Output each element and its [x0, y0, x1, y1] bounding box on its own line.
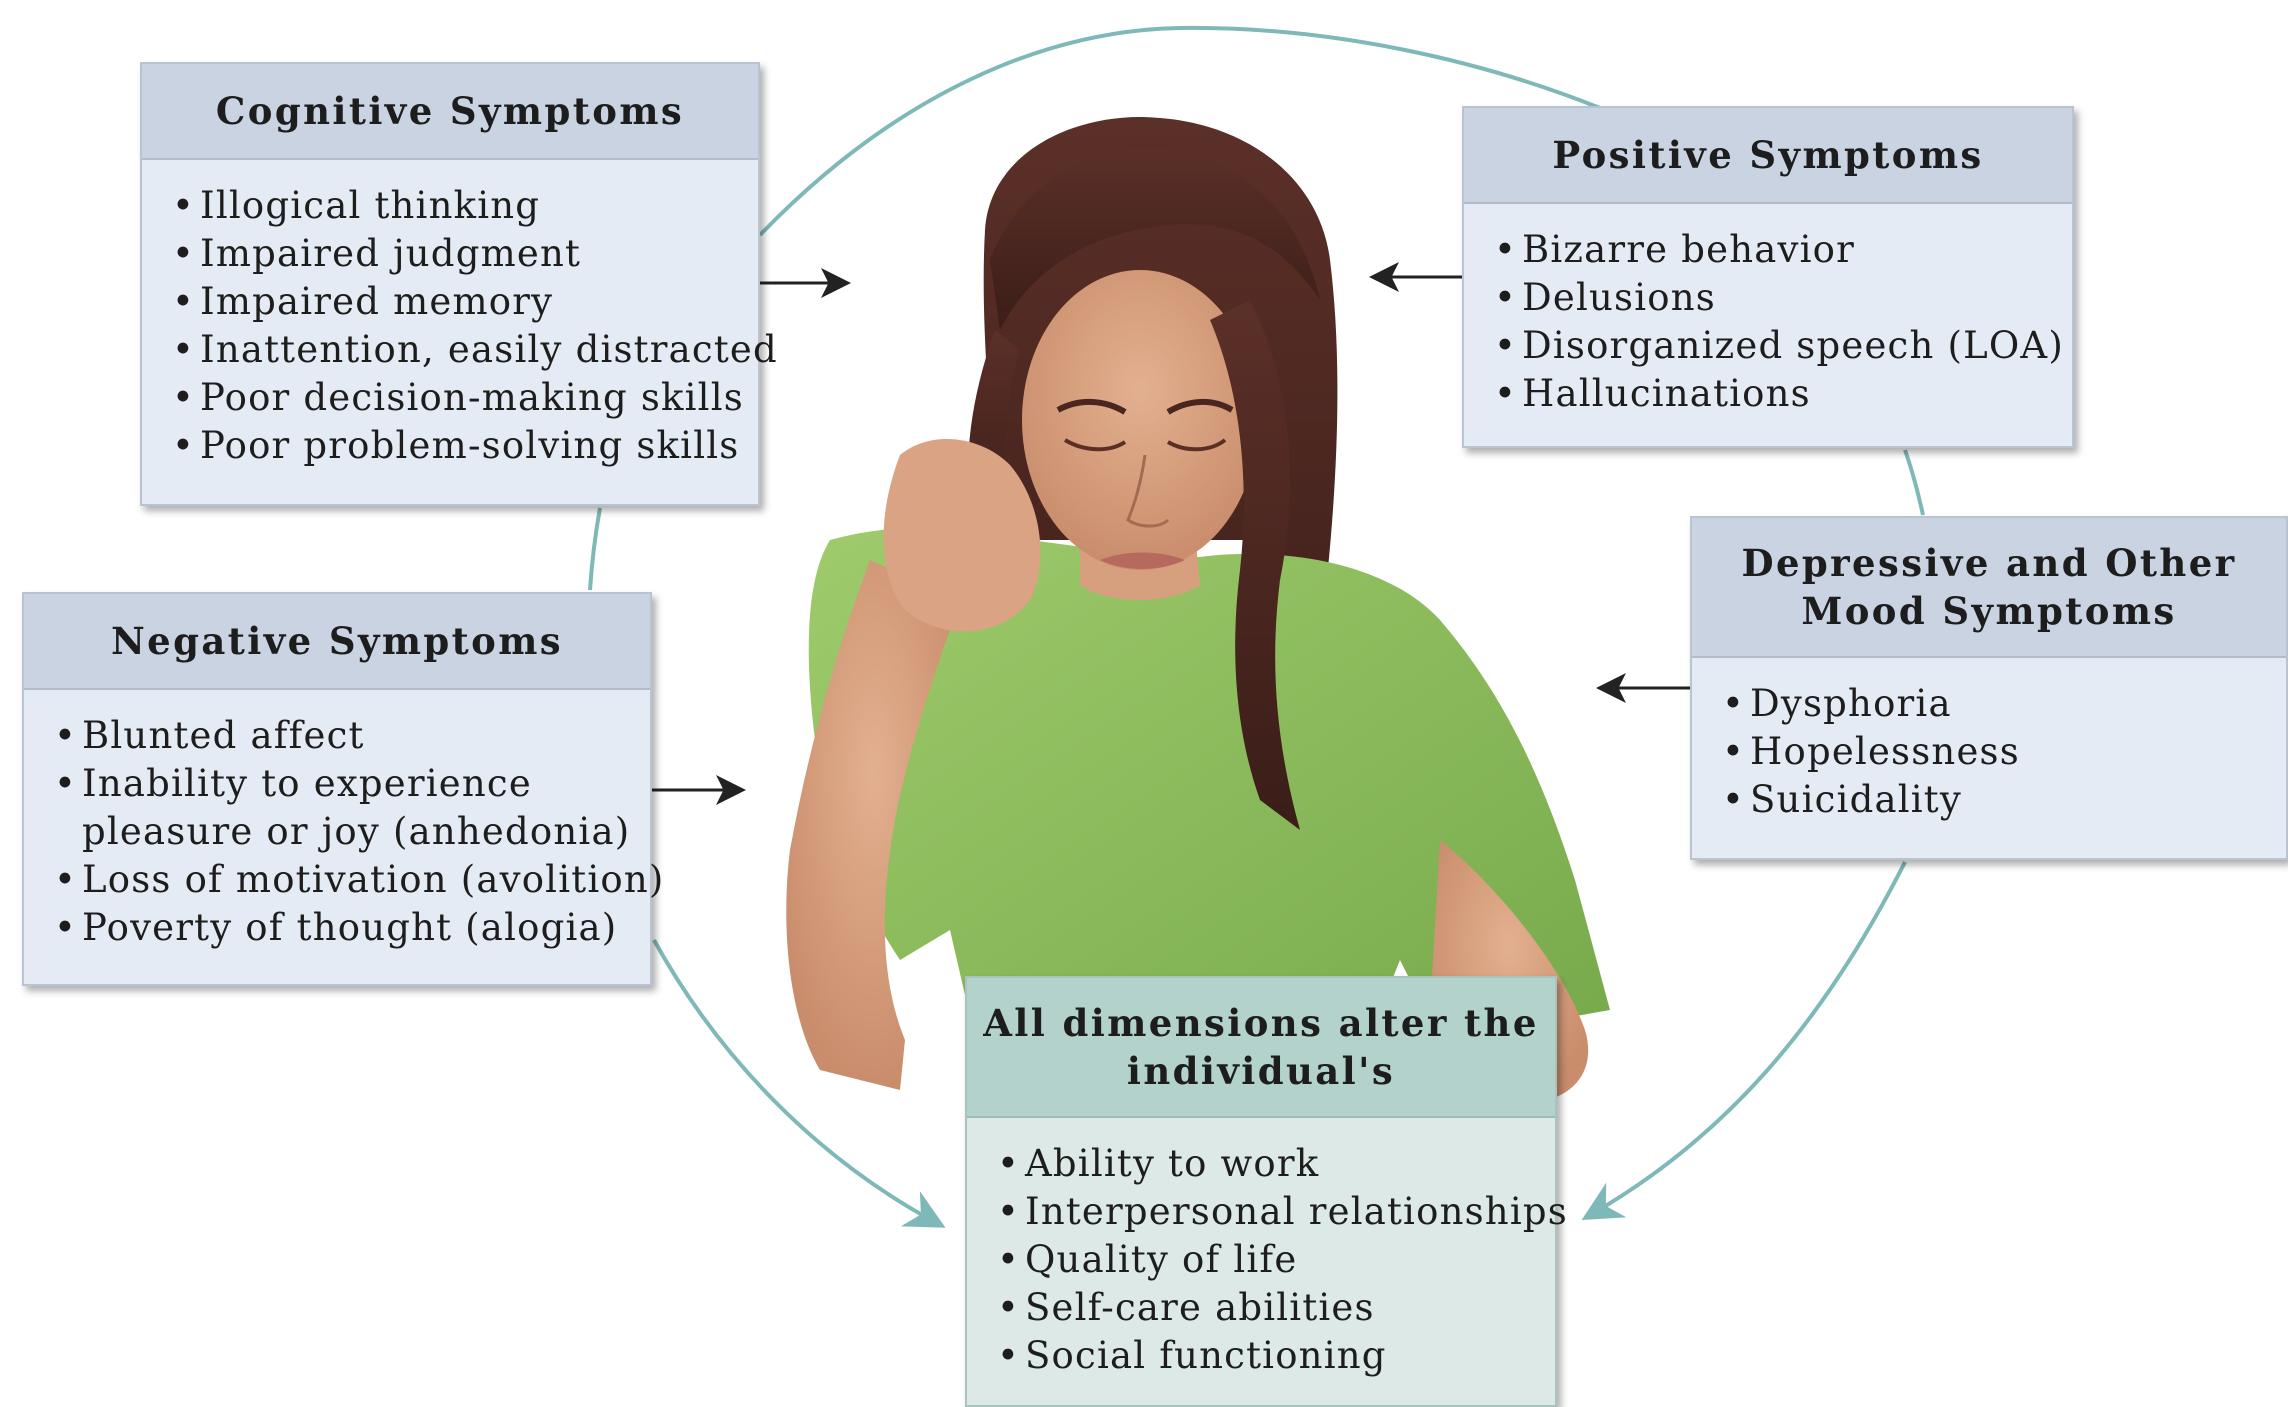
list-item: •Inability to experience	[54, 760, 650, 808]
list-item: •Impaired judgment	[172, 230, 758, 278]
list-item: •Inattention, easily distracted	[172, 326, 758, 374]
bullet-glyph: •	[54, 712, 77, 760]
list-item: •Poverty of thought (alogia)	[54, 904, 650, 952]
list-item: •Blunted affect	[54, 712, 650, 760]
bullet-glyph: •	[997, 1188, 1020, 1236]
positive-symptoms-list: •Bizarre behavior •Delusions •Disorganiz…	[1464, 204, 2072, 418]
bullet-glyph: •	[1494, 226, 1517, 274]
outcomes-title: All dimensions alter the individual's	[967, 978, 1555, 1118]
cognitive-symptoms-list: •Illogical thinking •Impaired judgment •…	[142, 160, 758, 470]
cycle-arc-lower-right	[1592, 862, 1905, 1214]
negative-symptoms-title: Negative Symptoms	[24, 594, 650, 690]
bullet-glyph: •	[1722, 728, 1745, 776]
mood-symptoms-title: Depressive and Other Mood Symptoms	[1692, 518, 2286, 658]
bullet-glyph: •	[172, 422, 195, 470]
list-item: •Disorganized speech (LOA)	[1494, 322, 2072, 370]
list-item: •Poor problem-solving skills	[172, 422, 758, 470]
bullet-glyph: •	[997, 1284, 1020, 1332]
list-item: •Self-care abilities	[997, 1284, 1555, 1332]
bullet-glyph: •	[1494, 322, 1517, 370]
negative-symptoms-box: Negative Symptoms •Blunted affect •Inabi…	[22, 592, 652, 986]
positive-symptoms-box: Positive Symptoms •Bizarre behavior •Del…	[1462, 106, 2074, 448]
list-item: •Hallucinations	[1494, 370, 2072, 418]
list-item: •Quality of life	[997, 1236, 1555, 1284]
bullet-glyph: •	[172, 374, 195, 422]
bullet-glyph: •	[1494, 370, 1517, 418]
list-item: •Delusions	[1494, 274, 2072, 322]
bullet-glyph: •	[997, 1236, 1020, 1284]
cognitive-symptoms-title: Cognitive Symptoms	[142, 64, 758, 160]
list-item: •Poor decision-making skills	[172, 374, 758, 422]
list-item: •Illogical thinking	[172, 182, 758, 230]
positive-symptoms-title: Positive Symptoms	[1464, 108, 2072, 204]
list-item: •Social functioning	[997, 1332, 1555, 1380]
cognitive-symptoms-box: Cognitive Symptoms •Illogical thinking •…	[140, 62, 760, 506]
bullet-glyph: •	[997, 1140, 1020, 1188]
mood-symptoms-list: •Dysphoria •Hopelessness •Suicidality	[1692, 658, 2286, 824]
list-item: •Bizarre behavior	[1494, 226, 2072, 274]
bullet-glyph: •	[172, 278, 195, 326]
bullet-glyph: •	[172, 182, 195, 230]
bullet-glyph: •	[1722, 680, 1745, 728]
outcomes-list: •Ability to work •Interpersonal relation…	[967, 1118, 1555, 1380]
negative-symptoms-list: •Blunted affect •Inability to experience…	[24, 690, 650, 952]
bullet-glyph: •	[54, 856, 77, 904]
list-item: •Loss of motivation (avolition)	[54, 856, 650, 904]
bullet-glyph: •	[997, 1332, 1020, 1380]
bullet-glyph: •	[1722, 776, 1745, 824]
cycle-arc-upper-right	[1905, 450, 1923, 515]
bullet-glyph: •	[54, 904, 77, 952]
list-item: •Dysphoria	[1722, 680, 2286, 728]
list-item: •Hopelessness	[1722, 728, 2286, 776]
list-item: •Suicidality	[1722, 776, 2286, 824]
list-item: •Interpersonal relationships	[997, 1188, 1555, 1236]
list-item: •Impaired memory	[172, 278, 758, 326]
list-item: •Ability to work	[997, 1140, 1555, 1188]
bullet-glyph: •	[1494, 274, 1517, 322]
mood-symptoms-box: Depressive and Other Mood Symptoms •Dysp…	[1690, 516, 2288, 860]
bullet-glyph: •	[172, 230, 195, 278]
bullet-glyph: •	[54, 760, 77, 808]
outcomes-box: All dimensions alter the individual's •A…	[965, 976, 1557, 1407]
cycle-arc-left	[590, 508, 600, 590]
list-item-continuation: pleasure or joy (anhedonia)	[54, 808, 650, 856]
bullet-glyph: •	[172, 326, 195, 374]
